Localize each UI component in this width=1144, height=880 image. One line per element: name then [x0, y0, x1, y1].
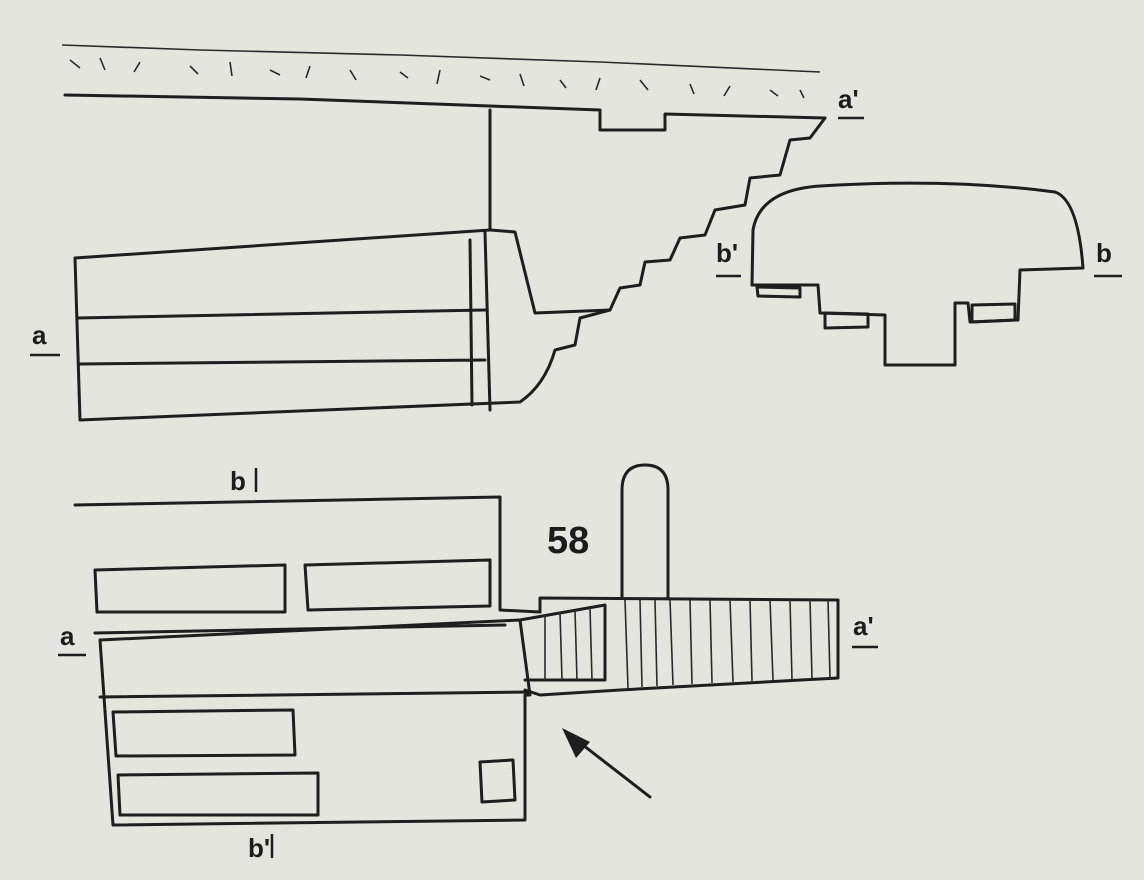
- label-text: a: [32, 320, 47, 350]
- arrow-icon: [562, 728, 652, 799]
- bench-lines: [76, 230, 492, 412]
- label-b-prime-right: b': [716, 238, 741, 278]
- section-b-b: [750, 181, 1085, 367]
- label-text: a': [853, 611, 874, 641]
- label-b-right: b: [1094, 238, 1122, 278]
- benches: [755, 285, 1017, 330]
- chamber-section: [73, 228, 612, 422]
- chamber-cross-section: [750, 181, 1085, 367]
- section-a-a: [61, 44, 827, 422]
- figure-number: 58: [547, 520, 589, 562]
- label-text: a': [838, 84, 859, 114]
- label-text: b': [716, 238, 738, 268]
- burial-benches: [93, 558, 517, 817]
- ground-surface: [63, 93, 827, 132]
- soil-texture: [61, 44, 821, 99]
- label-text: b: [1096, 238, 1112, 268]
- label-b-plan-top: b: [230, 466, 258, 496]
- dromos-hatching: [544, 599, 831, 689]
- dromos: [518, 596, 840, 697]
- label-a-plan-left: a: [58, 621, 86, 657]
- label-text: a: [60, 621, 75, 651]
- label-text: b: [230, 466, 246, 496]
- label-a-prime-top: a': [838, 84, 864, 120]
- shaft-steps: [488, 108, 827, 315]
- chamber-outline: [73, 495, 542, 827]
- label-a-top: a: [30, 320, 60, 357]
- door-stone: [620, 463, 670, 600]
- label-b-prime-plan-bottom: b': [248, 833, 274, 863]
- dividers: [93, 623, 532, 699]
- label-text: b': [248, 833, 270, 863]
- label-a-prime-plan-right: a': [852, 611, 878, 649]
- plan-view: [73, 463, 840, 827]
